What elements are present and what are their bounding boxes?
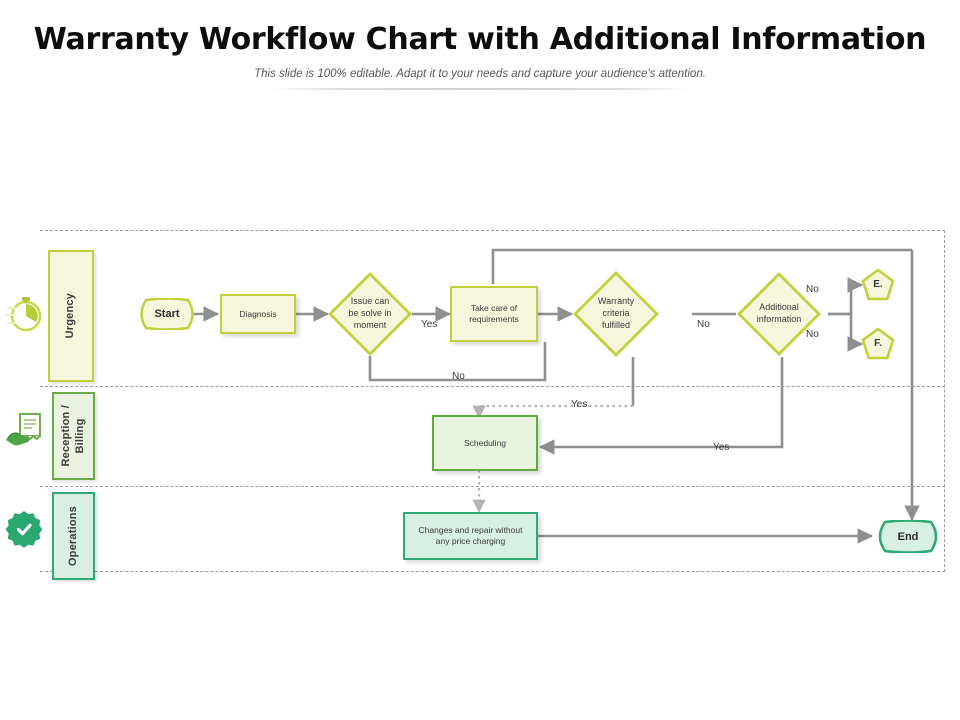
edge-label-warranty-yes: Yes	[571, 399, 588, 410]
node-take-care-of-requirements[interactable]: Take care of requirements	[450, 286, 538, 342]
node-changes-label: Changes and repair without any price cha…	[418, 525, 523, 546]
node-warranty-criteria-fulfilled[interactable]: Warranty criteria fulfilled	[573, 271, 659, 357]
node-diagnosis[interactable]: Diagnosis	[220, 294, 296, 334]
node-end-label: End	[897, 530, 919, 543]
node-pentagon-f[interactable]: F.	[861, 327, 895, 360]
swimlane-header-reception[interactable]: Reception / Billing	[52, 392, 95, 480]
swimlane-label-operations: Operations	[66, 505, 79, 567]
node-warranty-label: Warranty criteria fulfilled	[597, 296, 635, 330]
stopwatch-icon	[4, 292, 48, 336]
node-scheduling-label: Scheduling	[463, 437, 507, 448]
node-issue-label: Issue can be solve in moment	[348, 296, 392, 330]
node-start[interactable]: Start	[136, 298, 198, 330]
node-pentagon-e-label: E.	[873, 279, 883, 290]
swimlane-divider-1	[40, 386, 945, 387]
node-start-label: Start	[154, 308, 180, 320]
edge-label-addinfo-no-top: No	[806, 284, 819, 295]
swimlane-header-operations[interactable]: Operations	[52, 492, 95, 580]
page-title: Warranty Workflow Chart with Additional …	[33, 22, 927, 57]
swimlane-header-urgency[interactable]: Urgency	[48, 250, 94, 382]
swimlane-label-reception: Reception / Billing	[59, 405, 86, 467]
node-additional-information[interactable]: Additional information	[737, 272, 821, 356]
title-divider	[268, 88, 692, 90]
node-issue-can-be-solved[interactable]: Issue can be solve in moment	[328, 272, 412, 356]
edge-label-issue-yes: Yes	[421, 319, 438, 330]
node-pentagon-e[interactable]: E.	[861, 268, 895, 301]
node-diagnosis-label: Diagnosis	[239, 308, 277, 319]
node-additional-info-label: Additional information	[756, 302, 802, 324]
node-changes-and-repair[interactable]: Changes and repair without any price cha…	[403, 512, 538, 560]
gear-check-icon	[2, 508, 46, 552]
node-take-care-label: Take care of requirements	[469, 303, 519, 324]
node-pentagon-f-label: F.	[874, 338, 882, 349]
page-subtitle: This slide is 100% editable. Adapt it to…	[254, 68, 706, 80]
edge-label-warranty-no: No	[697, 319, 710, 330]
swimlane-divider-2	[40, 486, 945, 487]
swimlane-label-urgency: Urgency	[64, 293, 77, 339]
edge-label-addinfo-yes: Yes	[713, 442, 730, 453]
edge-label-issue-no: No	[452, 371, 465, 382]
node-end[interactable]: End	[874, 520, 942, 553]
hand-invoice-icon	[4, 408, 48, 452]
node-scheduling[interactable]: Scheduling	[432, 415, 538, 471]
edge-label-addinfo-no-bottom: No	[806, 329, 819, 340]
